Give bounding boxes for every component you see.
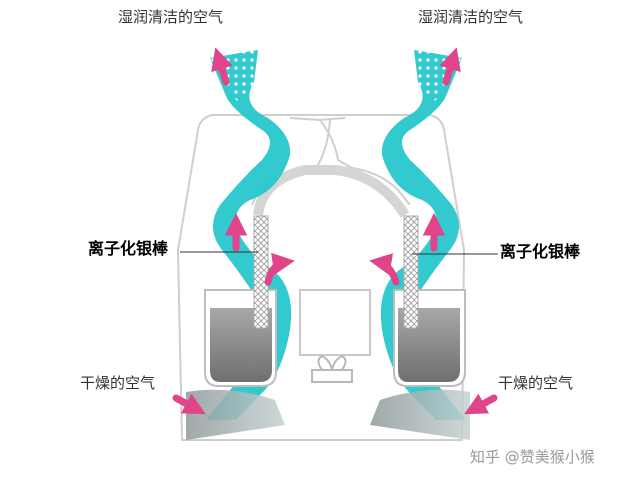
watermark: 知乎 @赞美猴小猴 [470,448,595,466]
intake-left [186,389,285,440]
intake-right [370,389,470,440]
arrow-in-left-icon [172,393,206,415]
arrow-out-right-icon [439,47,461,86]
arrow-out-left-icon [211,47,233,86]
fan-icon [311,354,353,383]
arrow-up-left-2-icon [264,252,295,286]
label-moist-air-left: 湿润清洁的空气 [118,8,224,26]
silver-rod-right [403,215,419,329]
inner-arch [253,165,410,218]
label-silver-rod-left: 离子化银棒 [88,239,169,258]
center-tank [299,289,371,356]
arrow-in-right-icon [464,393,498,415]
label-dry-air-left: 干燥的空气 [80,374,156,392]
silver-rod-left [253,215,269,329]
label-dry-air-right: 干燥的空气 [498,374,574,392]
label-silver-rod-right: 离子化银棒 [500,242,581,261]
label-moist-air-right: 湿润清洁的空气 [418,8,524,26]
arrow-up-right-2-icon [369,253,400,286]
